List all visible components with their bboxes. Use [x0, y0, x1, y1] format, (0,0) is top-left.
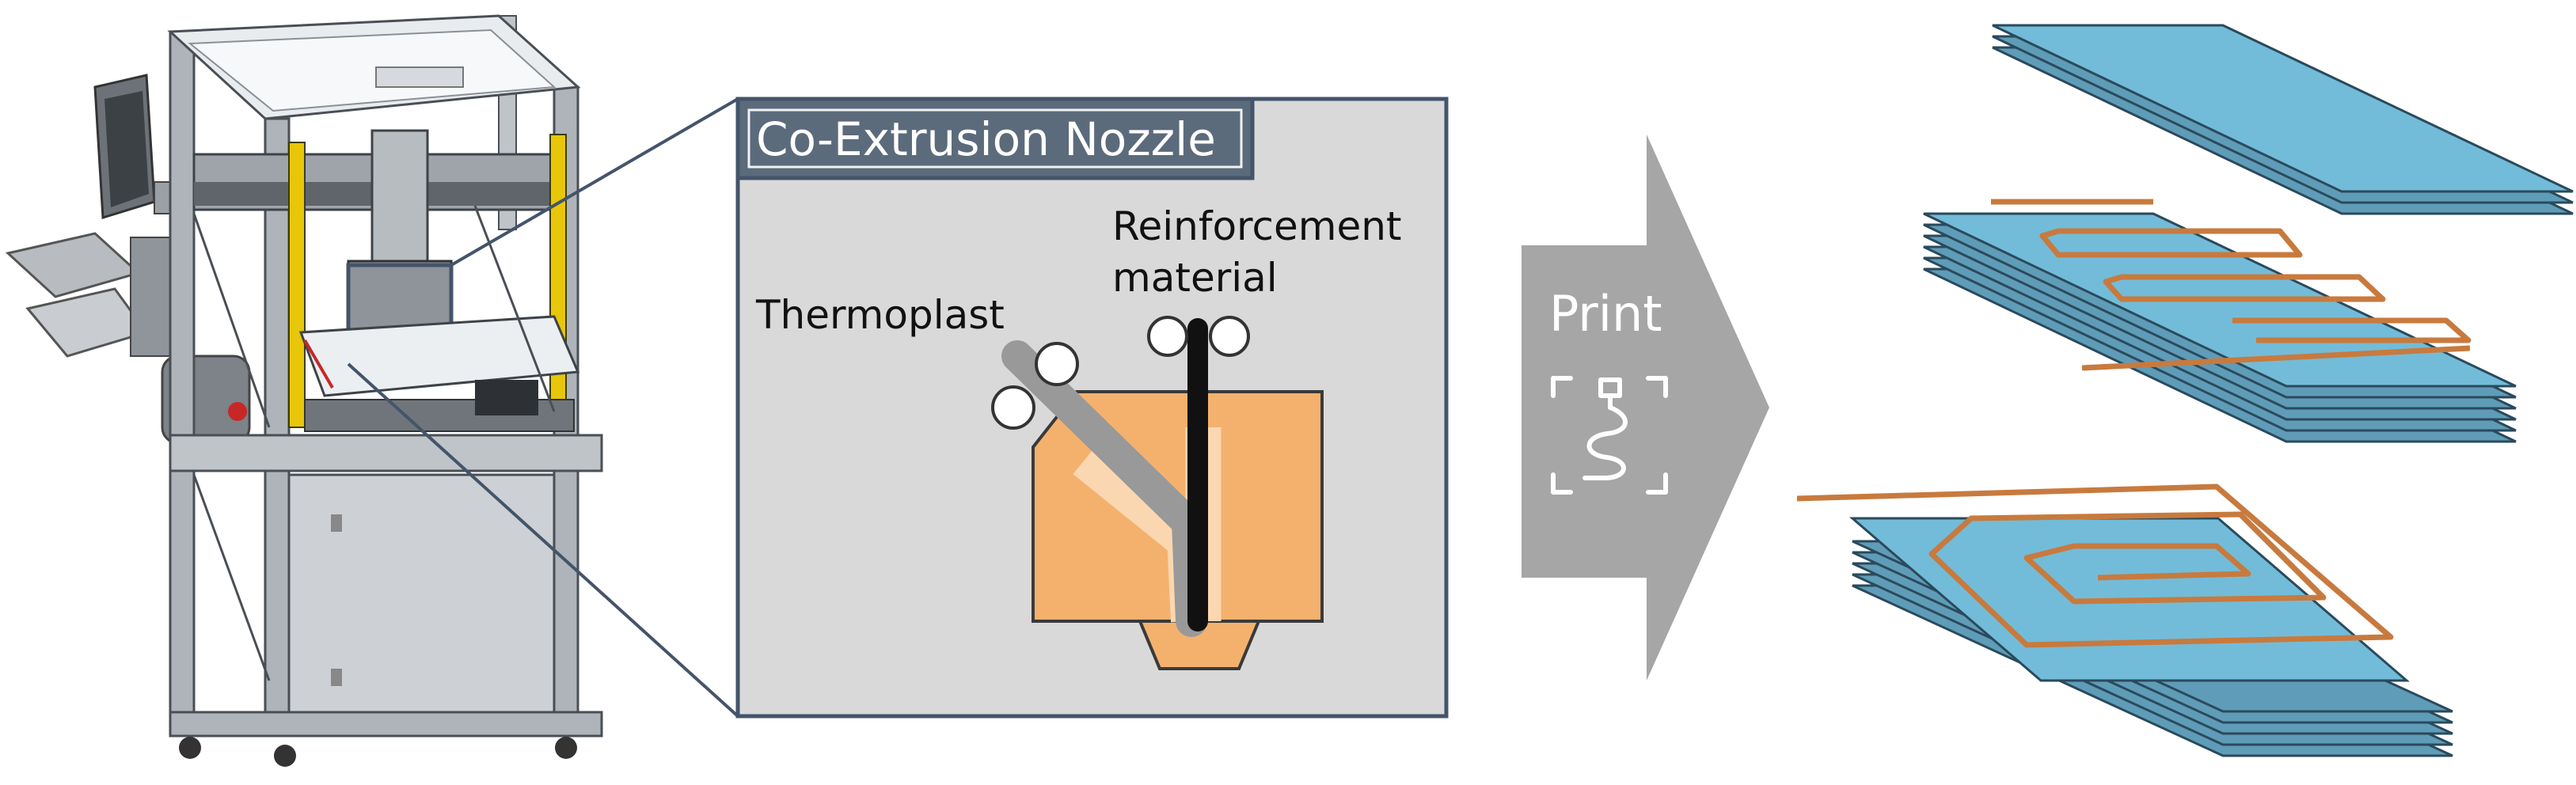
- printer-machine-illustration: [5, 14, 603, 767]
- thermoplast-label: Thermoplast: [755, 292, 1005, 338]
- reinforcement-label-line1: Reinforcement: [1112, 203, 1402, 249]
- zoom-line-top: [450, 97, 739, 267]
- zoom-line-bottom: [347, 362, 739, 718]
- nozzle-panel-title-bg: [735, 97, 1255, 180]
- printed-layers-illustration: [1796, 24, 2574, 757]
- print-arrow-shape: [1522, 135, 1769, 681]
- reinforcement-roller-2: [1209, 316, 1250, 357]
- nozzle-panel-title: Co-Extrusion Nozzle: [756, 112, 1216, 166]
- plate-stack-bottom: [1796, 484, 2453, 757]
- print-label: Print: [1549, 285, 1662, 343]
- plate-stack-top: [1992, 24, 2574, 215]
- reinforcement-label-line2: material: [1112, 255, 1278, 301]
- print-arrow: Print: [1522, 135, 1769, 681]
- reinforcement-roller-1: [1147, 316, 1188, 357]
- plate-stack-middle: [1923, 199, 2517, 443]
- nozzle-panel: Co-Extrusion Nozzle Thermoplast Reinforc…: [735, 97, 1449, 719]
- 3d-printer-icon: [1551, 376, 1668, 495]
- thermoplast-roller-2: [991, 385, 1035, 430]
- thermoplast-roller-1: [1035, 342, 1079, 386]
